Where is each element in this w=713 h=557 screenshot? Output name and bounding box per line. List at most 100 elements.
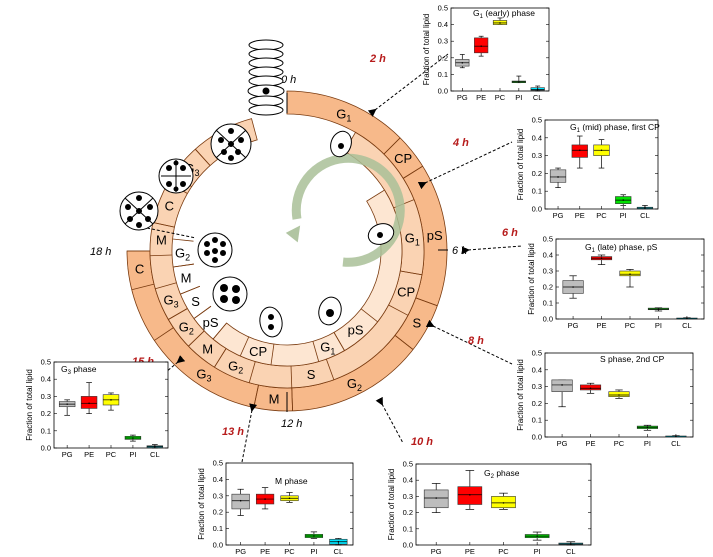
y-tick-label: 0.4	[41, 375, 51, 384]
y-axis-label: Fraction of total lipid	[527, 243, 536, 315]
plot-frame	[544, 119, 659, 210]
middle-ring-segment-label: M	[156, 233, 167, 248]
box-pg	[562, 275, 584, 299]
x-tick-label: PC	[625, 321, 636, 330]
box-pg	[549, 167, 567, 188]
x-tick-label: PI	[655, 321, 662, 330]
y-tick-label: 0.4	[213, 475, 223, 484]
x-tick-label: PE	[575, 211, 585, 220]
x-tick-label: PI	[644, 439, 651, 448]
y-tick-label: 0.2	[532, 399, 542, 408]
y-tick-label: 0.3	[403, 492, 413, 501]
box-pi	[124, 434, 142, 442]
box-pc	[492, 17, 508, 25]
y-tick-label: 0.2	[213, 508, 223, 517]
time-6h: 6 h	[502, 227, 518, 239]
y-tick-label: 0.2	[438, 53, 448, 62]
dividing-cell-icon-2	[210, 123, 252, 165]
x-tick-label: PI	[620, 211, 627, 220]
y-tick-label: 0.1	[532, 187, 542, 196]
arrow-6h	[461, 245, 523, 255]
x-tick-label: CL	[150, 450, 160, 459]
y-tick-label: 0.5	[403, 460, 413, 469]
time-4h: 4 h	[452, 137, 469, 149]
x-tick-label: PG	[553, 211, 564, 220]
plot-frame	[544, 352, 694, 438]
y-tick-label: 0.1	[438, 70, 448, 79]
y-tick-label: 0.3	[532, 382, 542, 391]
x-tick-label: CL	[334, 547, 344, 556]
cell-chain-icon	[247, 39, 285, 116]
outer-ring-segment-label: S	[413, 315, 422, 330]
arrow-4h	[417, 141, 513, 190]
time-13h: 13 h	[222, 426, 244, 438]
x-tick-label: PG	[62, 450, 73, 459]
y-tick-label: 0.4	[403, 476, 413, 485]
x-tick-label: PI	[534, 547, 541, 556]
time-10h: 10 h	[411, 436, 433, 448]
y-tick-label: 0.3	[532, 151, 542, 160]
x-tick-label: PE	[586, 439, 596, 448]
panel-title: M phase	[275, 476, 308, 486]
x-tick-label: PG	[457, 93, 468, 102]
box-pg	[423, 483, 449, 513]
y-axis-label: Fraction of total lipid	[422, 14, 431, 86]
y-tick-label: 0.2	[403, 508, 413, 517]
hour-18-label: 18 h	[90, 246, 111, 258]
y-axis-label: Fraction of total lipid	[197, 468, 206, 540]
x-tick-label: PG	[235, 547, 246, 556]
panel-title: S phase, 2nd CP	[600, 354, 665, 364]
box-pi	[615, 194, 632, 206]
box-pc	[608, 389, 630, 399]
box-pe	[590, 254, 613, 265]
y-tick-label: 0.5	[438, 4, 448, 13]
cell-illustrations	[119, 39, 395, 338]
x-tick-label: CL	[533, 93, 543, 102]
hour-6-label: 6 h	[452, 245, 467, 257]
x-tick-label: CL	[671, 439, 681, 448]
x-tick-label: PI	[310, 547, 317, 556]
y-tick-label: 0.5	[213, 459, 223, 468]
y-tick-label: 0.1	[403, 524, 413, 533]
panel-title: G1 (early) phase	[473, 8, 535, 20]
x-tick-label: PE	[84, 450, 94, 459]
dividing-cell-icon-3	[119, 191, 159, 231]
middle-ring-segment-label: S	[307, 367, 316, 382]
y-tick-label: 0.5	[41, 358, 51, 367]
cycle-direction-arrow	[285, 153, 405, 267]
middle-ring-segment-label: C	[165, 198, 174, 213]
y-tick-label: 0.3	[213, 491, 223, 500]
x-tick-label: PE	[260, 547, 270, 556]
y-tick-label: 0.2	[543, 283, 553, 292]
y-tick-label: 0.4	[532, 365, 542, 374]
inner-ring-segment-label: S	[191, 294, 200, 309]
y-tick-label: 0.4	[543, 251, 553, 260]
box-pi	[524, 531, 550, 541]
y-tick-label: 0.4	[532, 133, 542, 142]
box-pc	[280, 492, 299, 503]
x-tick-label: PC	[596, 211, 607, 220]
single-nucleus-cell-icon	[330, 130, 352, 158]
x-tick-label: PE	[476, 93, 486, 102]
dividing-cell-icon-1	[158, 158, 194, 194]
box-pg	[231, 488, 250, 516]
y-tick-label: 0.0	[213, 541, 223, 550]
arrow-10h	[375, 396, 404, 444]
x-tick-label: PC	[284, 547, 295, 556]
ring-dividers	[127, 91, 438, 411]
y-axis-label: Fraction of total lipid	[387, 469, 396, 541]
box-pe	[255, 487, 275, 510]
y-tick-label: 0.0	[438, 87, 448, 96]
multi-nuclei-cell-icon	[197, 232, 233, 268]
box-pc	[593, 139, 610, 169]
y-tick-label: 0.4	[438, 20, 448, 29]
time-2h: 2 h	[369, 53, 386, 65]
cell-cycle-diagram: G1CPpSSG2MG3CCG3G1CPSG2MG2G3MCG1pSCPpSSM…	[90, 39, 467, 430]
